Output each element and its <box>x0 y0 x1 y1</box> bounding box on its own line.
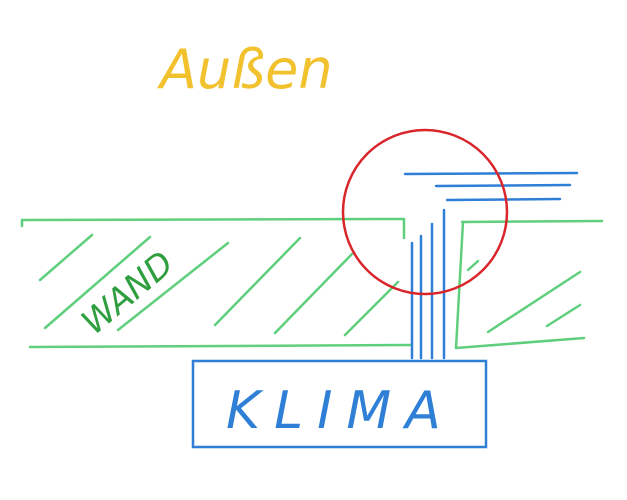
wall-inner-edge-right <box>454 220 465 350</box>
ac-unit-label: KLIMA <box>226 381 455 441</box>
wall-hatch-line <box>343 280 400 337</box>
wall-bottom-edge-left <box>28 343 412 349</box>
wall-top-edge-left <box>20 217 406 222</box>
ac-unit-box <box>191 359 488 449</box>
wall-bottom-edge-right <box>454 336 586 350</box>
pipe-horizontal <box>445 197 562 202</box>
wall-hatch-line <box>38 233 94 282</box>
pipe-horizontal <box>403 171 579 176</box>
wall-hatch-line <box>466 259 480 272</box>
wall-hatch-line <box>116 241 230 332</box>
wall-hatch-line <box>43 235 152 330</box>
outside-label: Außen <box>157 38 333 101</box>
wall-hatch-line <box>486 270 582 334</box>
wall-hatch-line <box>213 236 302 327</box>
wall-hatch-line <box>545 303 582 328</box>
wall-top-edge-right <box>460 219 604 224</box>
wall-hatch-line <box>273 252 354 335</box>
highlight-circle <box>341 128 509 296</box>
wall-section <box>20 217 604 350</box>
